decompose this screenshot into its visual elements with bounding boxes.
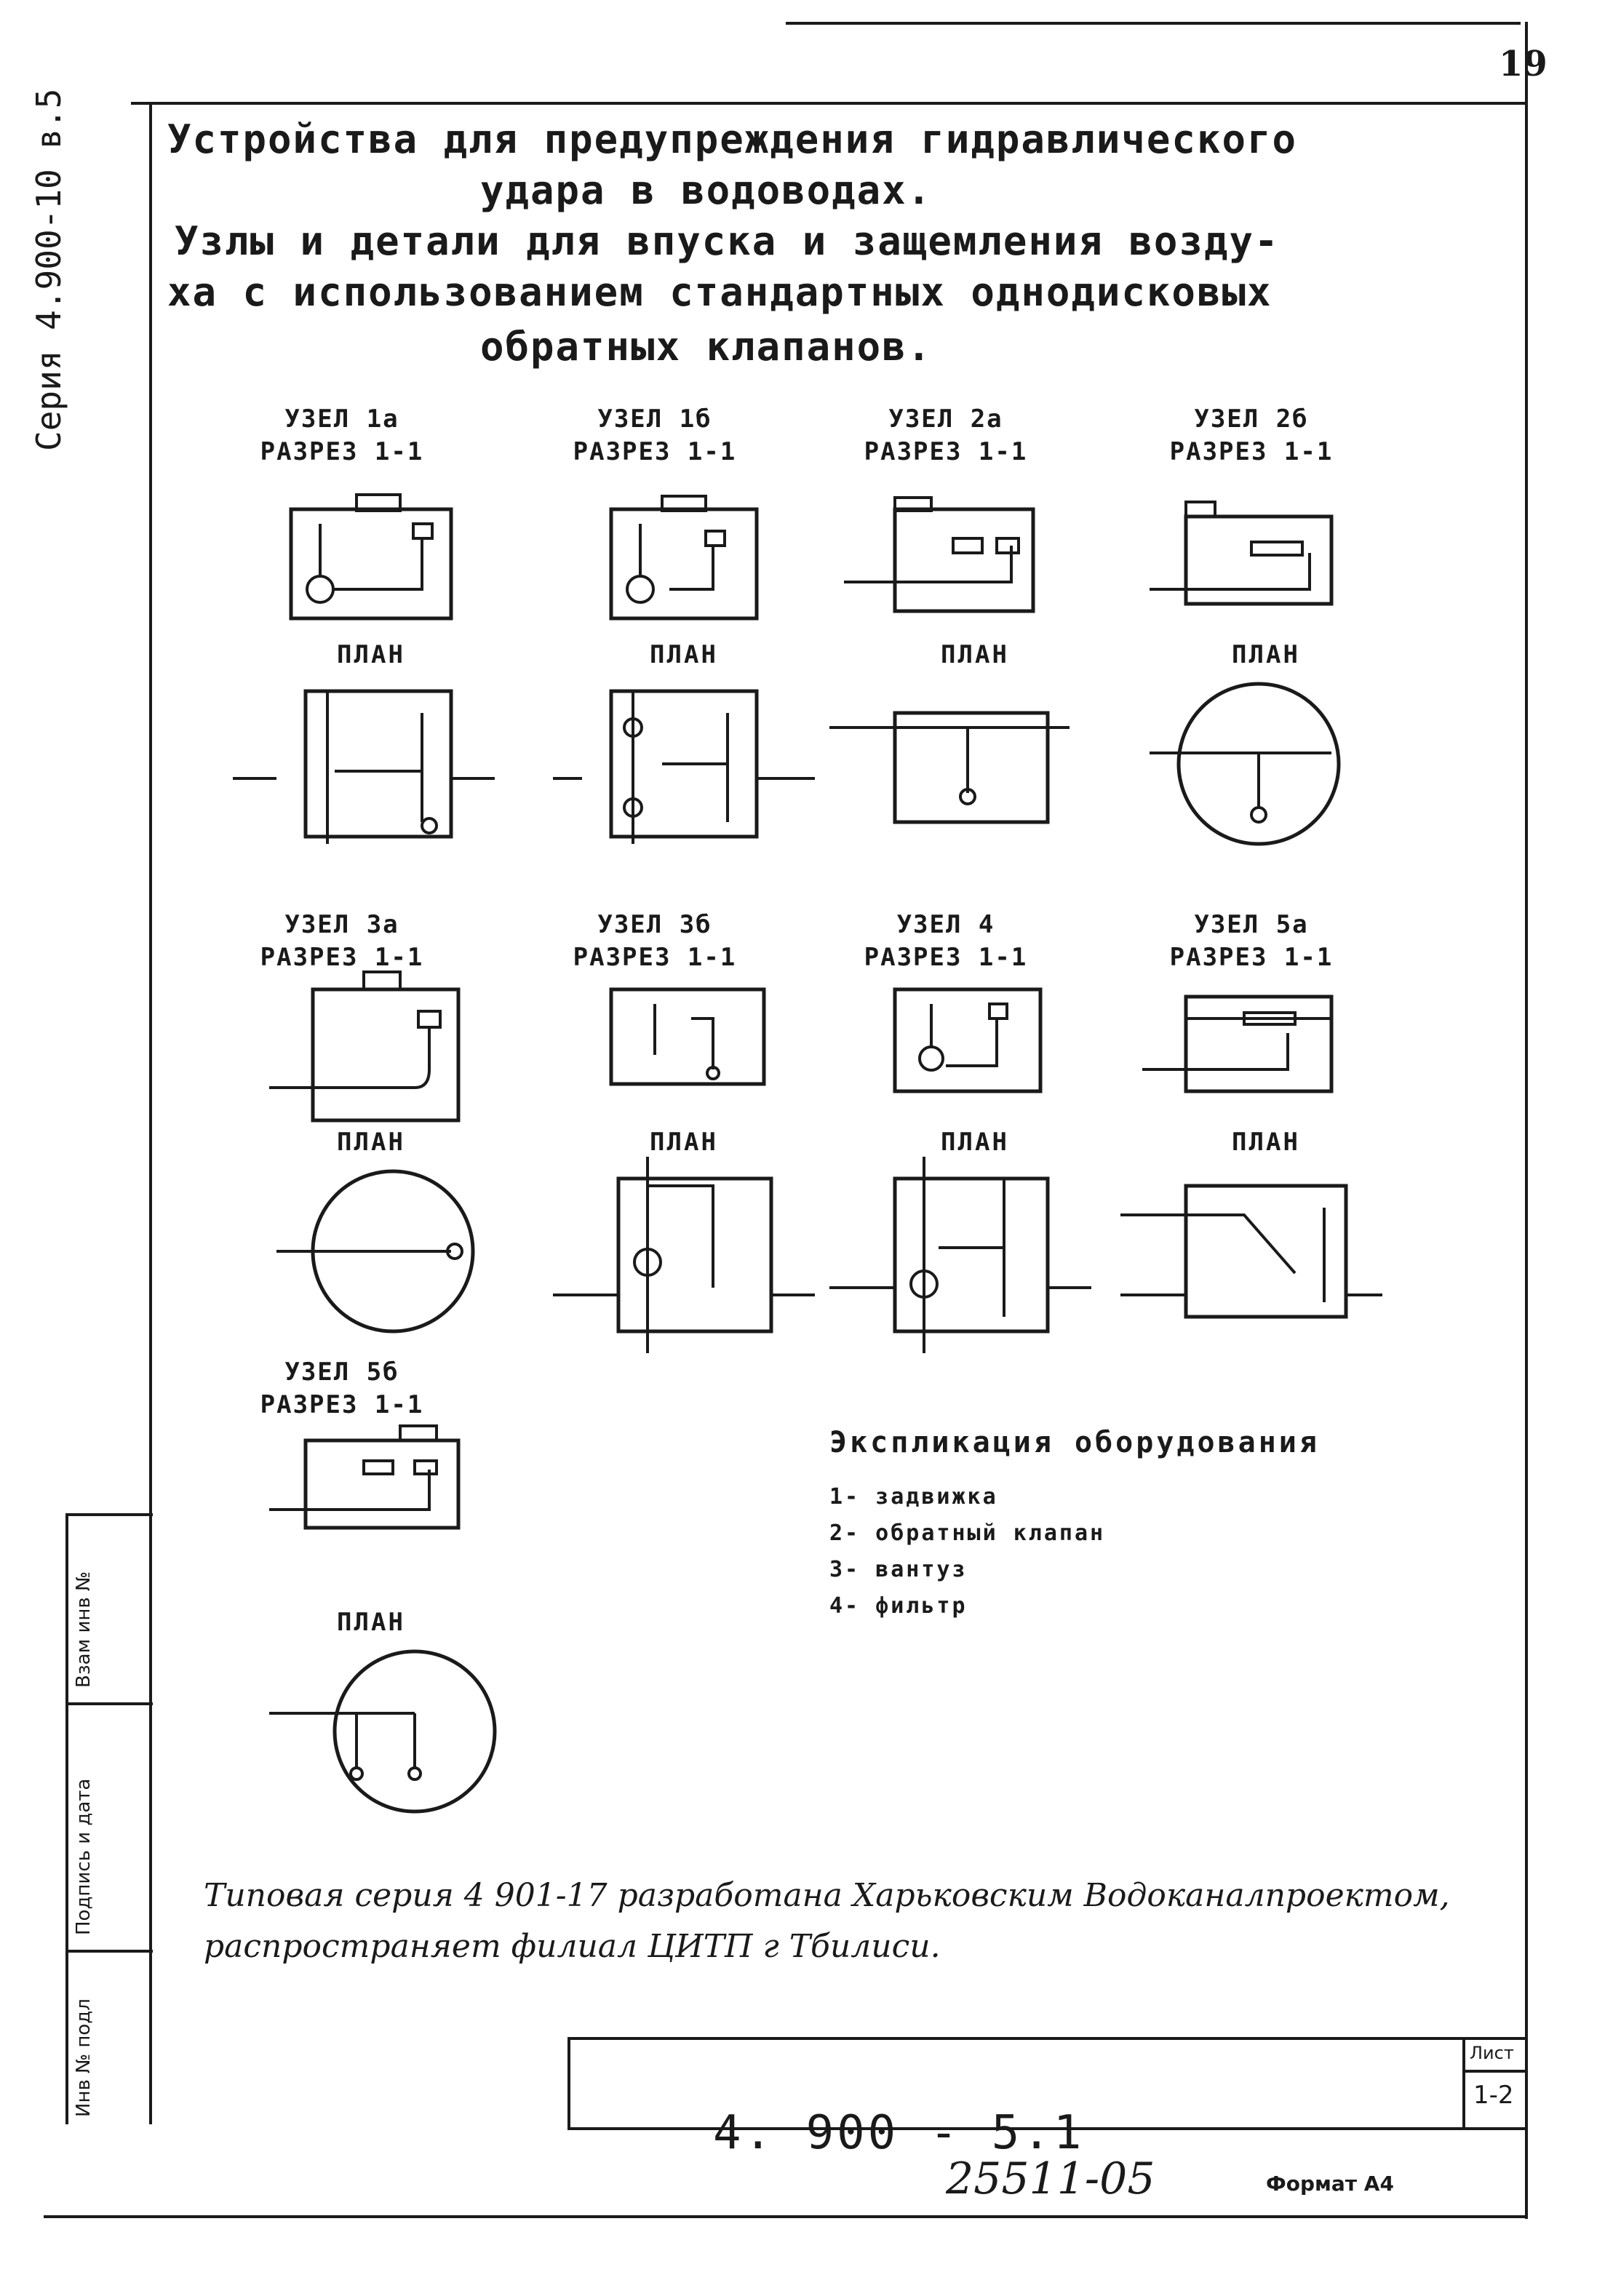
node-3a-plan-diagram — [276, 1169, 475, 1334]
legend-title: Экспликация оборудования — [829, 1426, 1320, 1459]
page-number: 19 — [1499, 44, 1548, 84]
legend-item-2: 2- обратный клапан — [829, 1520, 1106, 1546]
legend-item-1: 1- задвижка — [829, 1484, 998, 1510]
node-5a-plan-label: ПЛАН — [1232, 1128, 1300, 1157]
node-4-section: РАЗРЕЗ 1-1 — [864, 943, 1028, 972]
stamp-cell-inv: Инв № подл — [73, 1998, 95, 2117]
node-2b-title: УЗЕЛ 2б — [1194, 404, 1309, 434]
frame-top-border — [786, 22, 1521, 25]
legend-item-4: 4- фильтр — [829, 1593, 968, 1619]
node-5a-title: УЗЕЛ 5а — [1194, 910, 1309, 939]
stamp-row-line-3 — [65, 1950, 153, 1953]
node-2a-section: РАЗРЕЗ 1-1 — [864, 437, 1028, 466]
note-line-1: Типовая серия 4 901-17 разработана Харьк… — [204, 1877, 1450, 1914]
frame-bottom-line — [44, 2215, 1528, 2218]
node-1a-section-diagram — [289, 493, 453, 621]
frame-left-line — [149, 102, 152, 2124]
format-label: Формат А4 — [1266, 2172, 1394, 2196]
title-line-3: Узлы и детали для впуска и защемления во… — [175, 218, 1280, 264]
node-5b-plan-diagram — [269, 1649, 497, 1814]
node-1a-section: РАЗРЕЗ 1-1 — [260, 437, 424, 466]
note-line-2: распространяет филиал ЦИТП г Тбилиси. — [204, 1928, 941, 1965]
node-3a-plan-label: ПЛАН — [337, 1128, 405, 1157]
node-1b-section: РАЗРЕЗ 1-1 — [573, 437, 737, 466]
node-2b-section-diagram — [1150, 501, 1334, 606]
node-4-plan-diagram — [829, 1157, 1091, 1353]
handwritten-number: 25511-05 — [946, 2153, 1155, 2204]
node-3b-plan-label: ПЛАН — [650, 1128, 718, 1157]
node-2b-section: РАЗРЕЗ 1-1 — [1169, 437, 1334, 466]
node-4-title: УЗЕЛ 4 — [896, 910, 995, 939]
node-2a-plan-diagram — [829, 711, 1070, 824]
stamp-column-line — [65, 1513, 68, 2124]
node-5b-plan-label: ПЛАН — [337, 1608, 405, 1637]
title-block — [567, 2037, 1528, 2130]
frame-right-line — [1525, 22, 1528, 2219]
title-line-1: Устройства для предупреждения гидравличе… — [167, 116, 1297, 162]
node-2b-plan-diagram — [1150, 682, 1341, 846]
node-3a-section: РАЗРЕЗ 1-1 — [260, 943, 424, 972]
stamp-row-line-2 — [65, 1702, 153, 1705]
node-3a-title: УЗЕЛ 3а — [284, 910, 399, 939]
node-5a-section: РАЗРЕЗ 1-1 — [1169, 943, 1334, 972]
node-5b-title: УЗЕЛ 5б — [284, 1358, 399, 1387]
node-3b-section: РАЗРЕЗ 1-1 — [573, 943, 737, 972]
node-4-plan-label: ПЛАН — [941, 1128, 1009, 1157]
node-4-section-diagram — [893, 987, 1043, 1093]
node-5a-plan-diagram — [1120, 1184, 1382, 1319]
sheet-label: Лист — [1470, 2043, 1514, 2063]
stamp-row-line-1 — [65, 1513, 153, 1516]
node-1b-plan-label: ПЛАН — [650, 640, 718, 669]
node-3b-section-diagram — [609, 987, 766, 1086]
sheet-value: 1-2 — [1473, 2081, 1514, 2110]
node-2a-title: УЗЕЛ 2а — [888, 404, 1003, 434]
title-line-4: ха с использованием стандартных однодиск… — [167, 269, 1272, 315]
frame-top-line — [131, 102, 1528, 105]
node-3b-title: УЗЕЛ 3б — [597, 910, 712, 939]
sheet-cell-line — [1462, 2070, 1525, 2073]
node-5b-section-diagram — [269, 1424, 461, 1530]
document-number: 4. 900 - 5.1 — [713, 2106, 1085, 2160]
node-1b-title: УЗЕЛ 1б — [597, 404, 712, 434]
node-1a-plan-diagram — [233, 689, 495, 844]
node-1a-plan-label: ПЛАН — [337, 640, 405, 669]
legend-item-3: 3- вантуз — [829, 1557, 968, 1582]
node-2a-plan-label: ПЛАН — [941, 640, 1009, 669]
node-1a-title: УЗЕЛ 1а — [284, 404, 399, 434]
node-1b-plan-diagram — [553, 689, 815, 844]
node-2b-plan-label: ПЛАН — [1232, 640, 1300, 669]
side-serial-label: Серия 4.900-10 в.5 — [29, 88, 68, 452]
stamp-cell-replace: Взам инв № — [73, 1571, 95, 1688]
node-1b-section-diagram — [609, 495, 759, 621]
node-5a-section-diagram — [1142, 994, 1334, 1093]
node-5b-section: РАЗРЕЗ 1-1 — [260, 1390, 424, 1419]
node-3b-plan-diagram — [553, 1157, 815, 1353]
node-3a-section-diagram — [269, 970, 461, 1123]
node-2a-section-diagram — [844, 496, 1035, 613]
title-line-2: удара в водоводах. — [480, 167, 933, 213]
title-block-divider — [1462, 2037, 1465, 2127]
stamp-cell-signature: Подпись и дата — [73, 1778, 95, 1935]
title-line-5: обратных клапанов. — [480, 324, 933, 370]
